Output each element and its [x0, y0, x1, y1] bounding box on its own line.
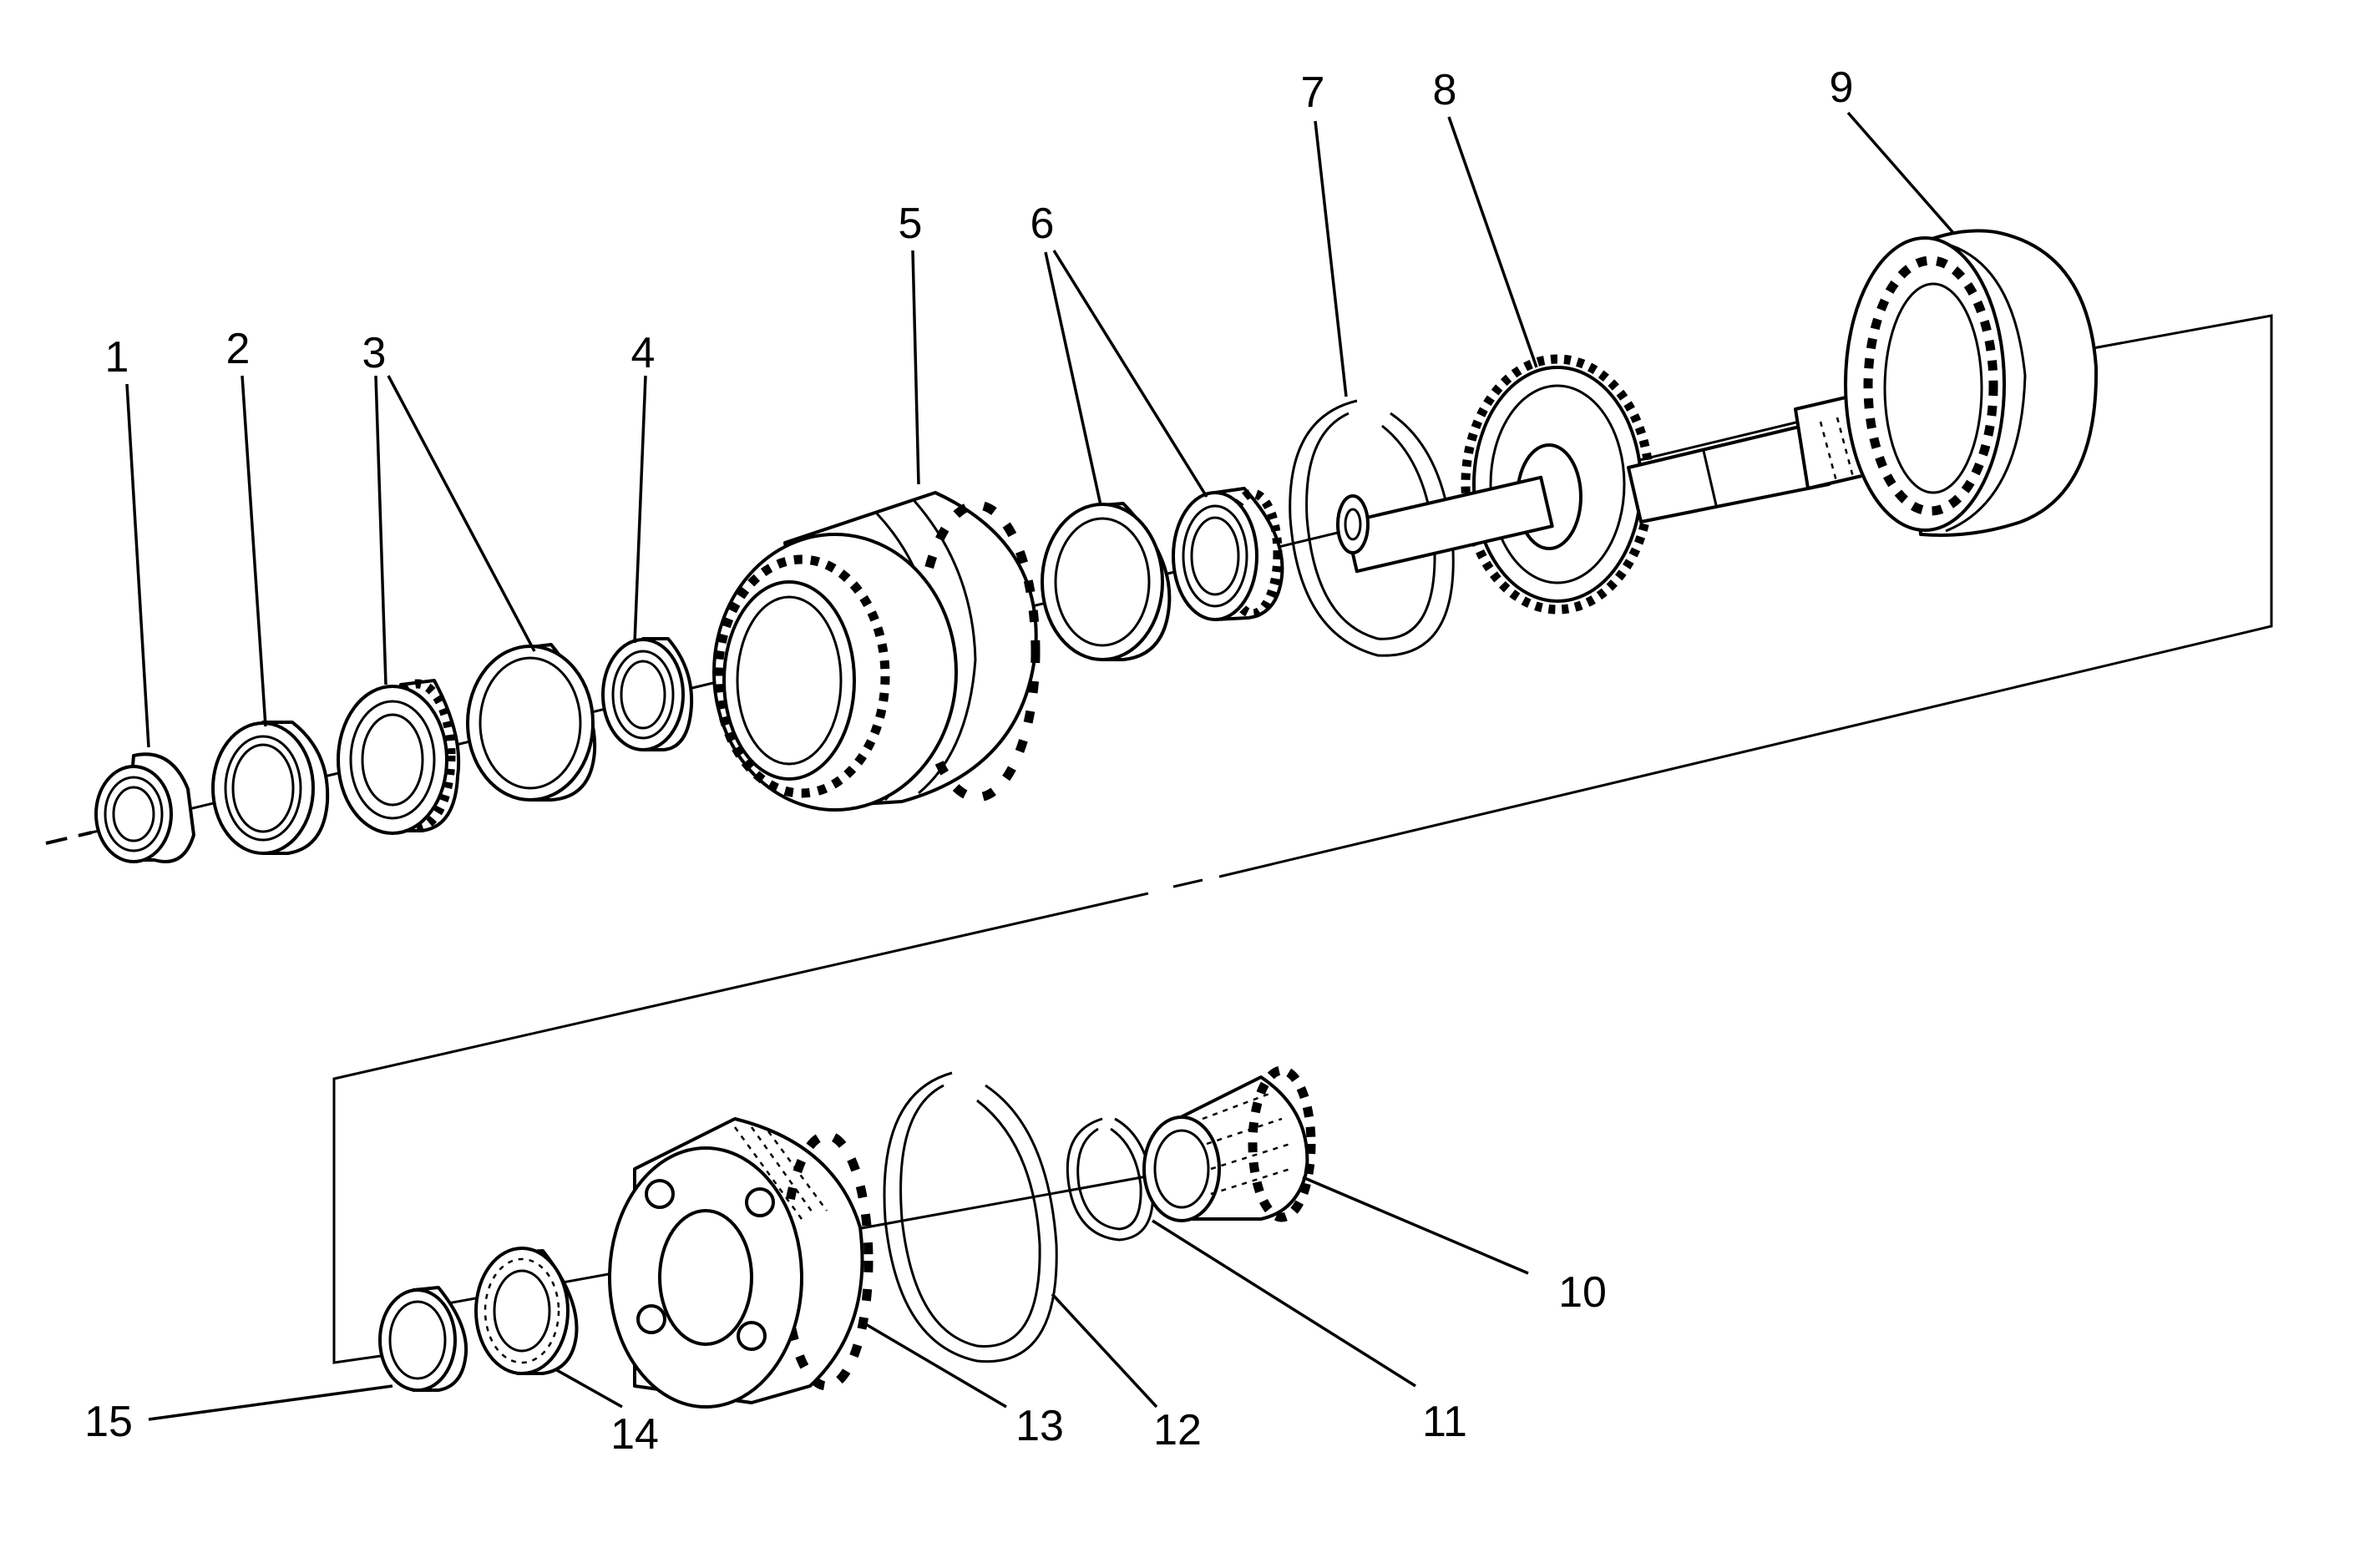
part-12-snap-ring — [883, 1071, 1058, 1363]
leader-3a — [374, 375, 387, 685]
callout-14: 14 — [610, 1410, 659, 1459]
callout-4: 4 — [631, 329, 656, 377]
leader-2 — [241, 375, 267, 727]
callout-15: 15 — [84, 1398, 133, 1446]
leader-12 — [1051, 1292, 1158, 1409]
leader-10 — [1302, 1176, 1529, 1275]
leader-15 — [148, 1384, 393, 1421]
part-11-snap-ring — [1066, 1117, 1154, 1242]
leader-11 — [1152, 1219, 1416, 1388]
part-14-needle-bearing — [474, 1247, 579, 1375]
callout-1: 1 — [105, 333, 129, 382]
part-13-carrier — [608, 1117, 874, 1409]
callout-8: 8 — [1433, 66, 1457, 114]
leader-5 — [911, 250, 920, 485]
leader-4 — [633, 375, 647, 644]
leader-8 — [1447, 116, 1538, 368]
callout-9: 9 — [1830, 63, 1854, 112]
leader-1 — [125, 383, 150, 748]
callout-11: 11 — [1422, 1398, 1467, 1446]
callout-2: 2 — [226, 325, 251, 373]
leader-6a — [1044, 251, 1102, 506]
part-8-output-gear — [1336, 354, 1654, 615]
callout-13: 13 — [1015, 1402, 1064, 1450]
part-15-seal — [378, 1286, 468, 1392]
leader-9 — [1846, 111, 1956, 235]
leader-13 — [863, 1322, 1007, 1409]
callout-12: 12 — [1153, 1406, 1202, 1454]
callout-6: 6 — [1030, 200, 1055, 248]
callout-5: 5 — [899, 200, 923, 248]
part-3-bearing-cup — [466, 643, 597, 802]
leader-6b — [1052, 250, 1208, 498]
leader-lines — [125, 111, 1956, 1421]
leader-3b — [387, 375, 536, 652]
callout-7: 7 — [1301, 68, 1325, 117]
part-10-sun-gear — [1142, 1065, 1316, 1222]
part-5-clutch-hub — [712, 491, 1041, 812]
part-4-thrust-washer — [601, 637, 694, 751]
leader-14 — [554, 1368, 623, 1409]
part-6-bearing-cup — [1041, 502, 1172, 661]
callout-10: 10 — [1558, 1268, 1607, 1317]
part-1-nut — [94, 752, 195, 863]
connector-frame — [332, 314, 2273, 1364]
callout-3: 3 — [362, 329, 387, 377]
callout-labels: 1 2 3 4 5 6 7 8 9 10 11 12 13 14 15 — [84, 63, 1853, 1459]
part-6-tapered-bearing — [1172, 487, 1284, 621]
part-9-ring-gear-housing — [1844, 229, 2099, 537]
leader-7 — [1314, 120, 1348, 397]
part-2-bearing-cup — [211, 721, 330, 855]
part-3-tapered-bearing — [337, 679, 461, 835]
